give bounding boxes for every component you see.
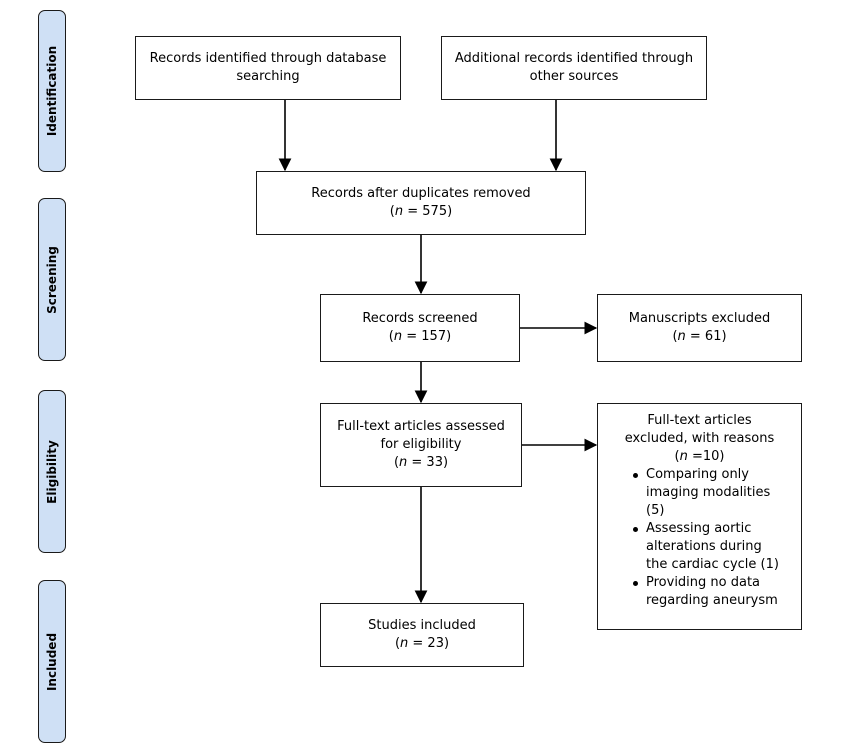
box-duplicates-removed-text: Records after duplicates removed	[311, 186, 531, 201]
box-screened: Records screened (n = 157)	[320, 294, 520, 362]
box-fulltext-assessed-text: Full-text articles assessed for eligibil…	[337, 419, 505, 452]
exclusion-reasons-list: Comparing only imaging modalities (5) As…	[606, 466, 793, 610]
box-manuscripts-excluded: Manuscripts excluded (n = 61)	[597, 294, 802, 362]
exclusion-reason: Comparing only imaging modalities (5)	[606, 466, 793, 520]
bullet-icon	[633, 581, 638, 586]
bullet-icon	[633, 527, 638, 532]
box-included-text: Studies included	[368, 618, 476, 633]
stage-eligibility: Eligibility	[38, 390, 66, 553]
stage-included: Included	[38, 580, 66, 743]
box-manuscripts-excluded-text: Manuscripts excluded	[628, 311, 771, 326]
exclusion-reason: Providing no data regarding aneurysm	[606, 574, 793, 610]
box-other-sources-text: Additional records identified through ot…	[454, 51, 694, 84]
box-fulltext-assessed-count: (n = 33)	[393, 455, 449, 470]
box-screened-text: Records screened	[362, 311, 478, 326]
box-fulltext-excluded: Full-text articles excluded, with reason…	[597, 403, 802, 630]
stage-screening: Screening	[38, 198, 66, 361]
stage-identification: Identification	[38, 10, 66, 172]
box-included: Studies included (n = 23)	[320, 603, 524, 667]
box-other-sources: Additional records identified through ot…	[441, 36, 707, 100]
box-fulltext-excluded-text: Full-text articles excluded, with reason…	[624, 413, 775, 446]
box-database-search: Records identified through database sear…	[135, 36, 401, 100]
box-manuscripts-excluded-count: (n = 61)	[672, 329, 727, 344]
box-fulltext-excluded-count: (n =10)	[674, 449, 725, 464]
box-duplicates-removed: Records after duplicates removed (n = 57…	[256, 171, 586, 235]
bullet-icon	[633, 473, 638, 478]
box-included-count: (n = 23)	[394, 636, 450, 651]
box-duplicates-removed-count: (n = 575)	[389, 204, 453, 219]
box-database-search-text: Records identified through database sear…	[149, 51, 387, 84]
exclusion-reason: Assessing aortic alterations during the …	[606, 520, 793, 574]
box-screened-count: (n = 157)	[388, 329, 452, 344]
box-fulltext-assessed: Full-text articles assessed for eligibil…	[320, 403, 522, 487]
